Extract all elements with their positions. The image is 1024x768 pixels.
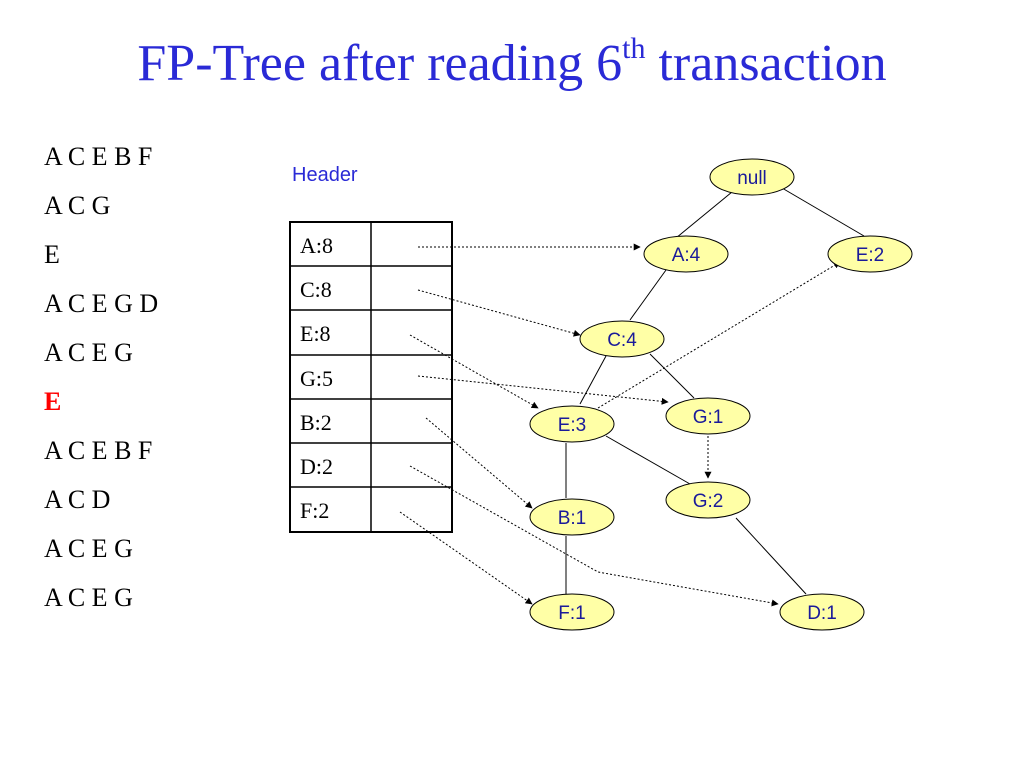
link-header-d [409,465,779,607]
header-table: A:8 C:8 E:8 G:5 B:2 D:2 F:2 [289,221,453,533]
node-d1: D:1 [779,593,865,631]
header-item-a: A:8 [300,233,333,258]
edge-g2-d1 [735,517,807,595]
header-item-f: F:2 [300,498,329,523]
transaction-item: A C E B F [44,436,153,465]
node-e2: E:2 [827,235,913,273]
node-f1: F:1 [529,593,615,631]
svg-text:C:4: C:4 [607,330,637,351]
link-e3-e2 [597,261,841,409]
link-header-f [399,511,533,605]
edge-c4-e3 [579,355,607,405]
svg-text:F:1: F:1 [558,603,585,624]
link-header-e [409,334,539,409]
svg-text:D:1: D:1 [807,603,837,624]
node-links [399,243,841,607]
svg-text:E:3: E:3 [558,415,587,436]
svg-text:B:1: B:1 [558,508,587,529]
edge-c4-g1 [649,353,695,399]
node-g2: G:2 [665,481,751,519]
edge-e3-g2 [605,435,691,485]
svg-text:G:1: G:1 [693,407,724,428]
node-a4: A:4 [643,235,729,273]
link-header-c [417,289,581,337]
header-item-d: D:2 [300,454,333,479]
edge-a4-c4 [629,269,667,321]
tree-edges [565,187,865,595]
svg-text:A:4: A:4 [672,245,701,266]
transaction-item: A C E G [44,338,133,367]
svg-text:G:2: G:2 [693,491,724,512]
node-g1: G:1 [665,397,751,435]
node-c4: C:4 [579,320,665,358]
link-header-b [425,417,533,509]
node-b1: B:1 [529,498,615,536]
header-item-b: B:2 [300,410,332,435]
svg-text:E:2: E:2 [856,245,885,266]
edge-null-a4 [675,191,733,239]
page-title: FP-Tree after reading 6th transaction [137,31,887,92]
link-header-g [417,375,669,405]
node-e3: E:3 [529,405,615,443]
transaction-item: A C E G [44,534,133,563]
node-null: null [709,158,795,196]
transaction-list: A C E B F A C G E A C E G D A C E G E A … [44,138,158,628]
transaction-item: A C D [44,485,111,514]
header-item-g: G:5 [300,366,333,391]
header-item-c: C:8 [300,277,332,302]
transaction-item: A C E G D [44,289,159,318]
transaction-item: A C G [44,191,111,220]
transaction-item-current: E [44,387,62,416]
transaction-item: A C E B F [44,142,153,171]
svg-text:null: null [737,168,767,189]
edge-null-e2 [781,187,865,237]
tree-nodes: null A:4 E:2 C:4 E:3 G:1 B:1 G:2 [529,158,913,631]
header-item-e: E:8 [300,321,331,346]
header-table-label: Header [292,164,358,186]
transaction-item: E [44,240,60,269]
transaction-item: A C E G [44,583,133,612]
